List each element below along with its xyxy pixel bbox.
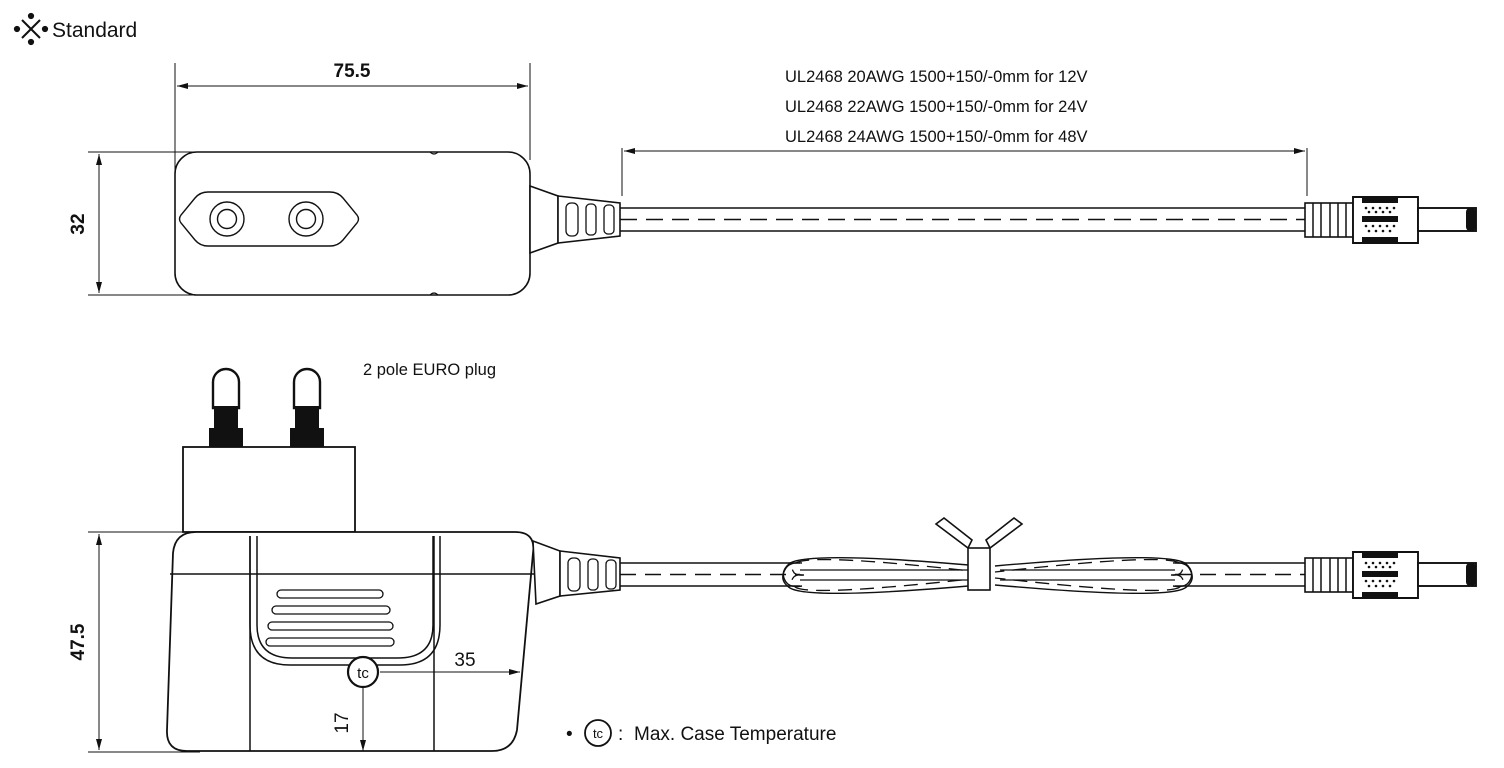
euro-plug-pins	[209, 367, 324, 449]
legend-bullet: •	[566, 724, 573, 745]
dc-connector-tip-end	[1466, 208, 1476, 231]
dc-connector-tip-end-bottom	[1466, 563, 1476, 586]
dimension-cable-length	[621, 148, 1308, 196]
dimension-label-width: 75.5	[334, 61, 371, 82]
dc-connector-boot-ribs-bottom	[1312, 558, 1347, 592]
euro-plug-pin-left	[209, 367, 243, 449]
dc-connector-knurl-texture-bottom	[1362, 552, 1398, 598]
header-group: Standard	[13, 12, 137, 46]
dc-connector-knurl-texture	[1362, 197, 1398, 243]
cable-spec-line-1: UL2468 20AWG 1500+150/-0mm for 12V	[785, 68, 1088, 86]
dimension-height-32	[88, 151, 200, 296]
legend-tc-symbol: tc	[593, 726, 604, 741]
cable-spec-line-2: UL2468 22AWG 1500+150/-0mm for 24V	[785, 98, 1088, 116]
top-view-seam-notches	[429, 151, 439, 296]
legend-tc-icon	[584, 719, 612, 747]
tc-marker-label: tc	[357, 665, 369, 682]
side-view-cable-left	[620, 562, 800, 587]
dimension-label-height: 32	[68, 213, 89, 234]
socket-pin-hole-right	[288, 201, 324, 237]
side-view-cable-right	[1175, 562, 1305, 587]
side-view-strain-relief-ribs	[567, 557, 617, 592]
dc-connector-top	[1304, 196, 1477, 244]
top-view-strain-relief-ribs	[565, 202, 615, 237]
page-title: Standard	[52, 19, 137, 42]
dimension-label-height-side: 47.5	[68, 623, 89, 660]
dimension-label-35: 35	[454, 650, 475, 671]
side-view-vent-panel	[249, 536, 441, 666]
cable-bow-loops	[782, 556, 1193, 595]
euro-plug-pin-right	[290, 367, 324, 449]
legend-group: • tc : Max. Case Temperature	[566, 719, 836, 747]
euro-plug-base	[182, 446, 356, 533]
socket-pin-hole-left	[209, 201, 245, 237]
legend-separator: :	[618, 724, 623, 745]
top-view-cable	[620, 207, 1305, 232]
dimension-height-47-5	[88, 531, 200, 753]
side-view-vent-slots	[265, 589, 395, 647]
euro-socket-recess	[178, 191, 360, 247]
dimension-tc-17	[360, 688, 366, 751]
dc-connector-bottom	[1304, 551, 1477, 599]
reference-mark-icon	[13, 12, 49, 46]
tc-marker: tc	[346, 655, 380, 689]
dimension-tc-35	[380, 669, 520, 675]
cable-spec-line-3: UL2468 24AWG 1500+150/-0mm for 48V	[785, 128, 1088, 146]
legend-text: Max. Case Temperature	[634, 724, 836, 745]
cable-twist-tie	[934, 516, 1024, 591]
euro-plug-label: 2 pole EURO plug	[363, 361, 496, 379]
dimension-label-17: 17	[332, 712, 353, 733]
dc-connector-boot-ribs	[1312, 203, 1347, 237]
dimension-width-75-5	[174, 63, 531, 170]
